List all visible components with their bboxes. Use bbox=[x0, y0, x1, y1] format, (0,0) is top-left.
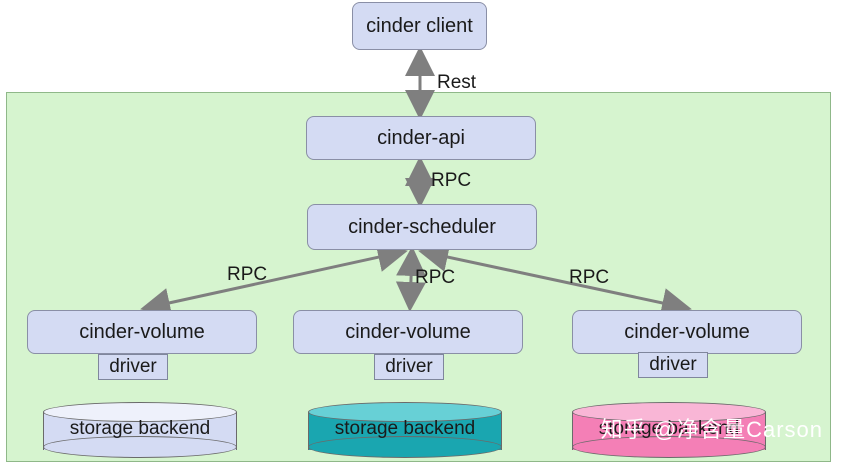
storage-backend-cylinder-2: storage backend bbox=[308, 402, 502, 458]
cinder-volume-label: cinder-volume bbox=[624, 320, 750, 343]
rpc-api-scheduler-label: RPC bbox=[431, 170, 472, 191]
driver-label: driver bbox=[385, 356, 433, 377]
storage-backend-label: storage backend bbox=[334, 418, 476, 439]
cinder-volume-label: cinder-volume bbox=[79, 320, 205, 343]
driver-label: driver bbox=[649, 354, 697, 375]
cinder-api-label: cinder-api bbox=[377, 126, 465, 149]
rpc-left-label: RPC bbox=[227, 264, 268, 285]
driver-box-3: driver bbox=[638, 352, 708, 378]
arrow-scheduler-volume-left bbox=[140, 242, 408, 318]
storage-backend-cylinder-3: storage backend bbox=[572, 402, 766, 458]
driver-box-1: driver bbox=[98, 354, 168, 380]
storage-backend-label: storage backend bbox=[69, 418, 211, 439]
watermark-text: 知乎 @净含量Carson bbox=[600, 417, 823, 442]
cinder-scheduler-box: cinder-scheduler bbox=[307, 204, 537, 250]
cinder-volume-box-3: cinder-volume bbox=[572, 310, 802, 354]
rpc-right-label: RPC bbox=[569, 267, 610, 288]
arrow-scheduler-volume-right bbox=[418, 242, 692, 318]
storage-backend-label: storage backend bbox=[598, 418, 740, 439]
storage-backend-cylinder-1: storage backend bbox=[43, 402, 237, 458]
cinder-api-box: cinder-api bbox=[306, 116, 536, 160]
cinder-volume-box-1: cinder-volume bbox=[27, 310, 257, 354]
cinder-client-label: cinder client bbox=[366, 14, 473, 37]
cinder-volume-label: cinder-volume bbox=[345, 320, 471, 343]
driver-box-2: driver bbox=[374, 354, 444, 380]
cinder-scheduler-label: cinder-scheduler bbox=[348, 215, 496, 238]
arrow-scheduler-volume-mid bbox=[395, 246, 427, 312]
rpc-mid-label: RPC bbox=[415, 267, 456, 288]
cinder-client-box: cinder client bbox=[352, 2, 487, 50]
cinder-volume-box-2: cinder-volume bbox=[293, 310, 523, 354]
driver-label: driver bbox=[109, 356, 157, 377]
rest-label: Rest bbox=[437, 72, 477, 93]
